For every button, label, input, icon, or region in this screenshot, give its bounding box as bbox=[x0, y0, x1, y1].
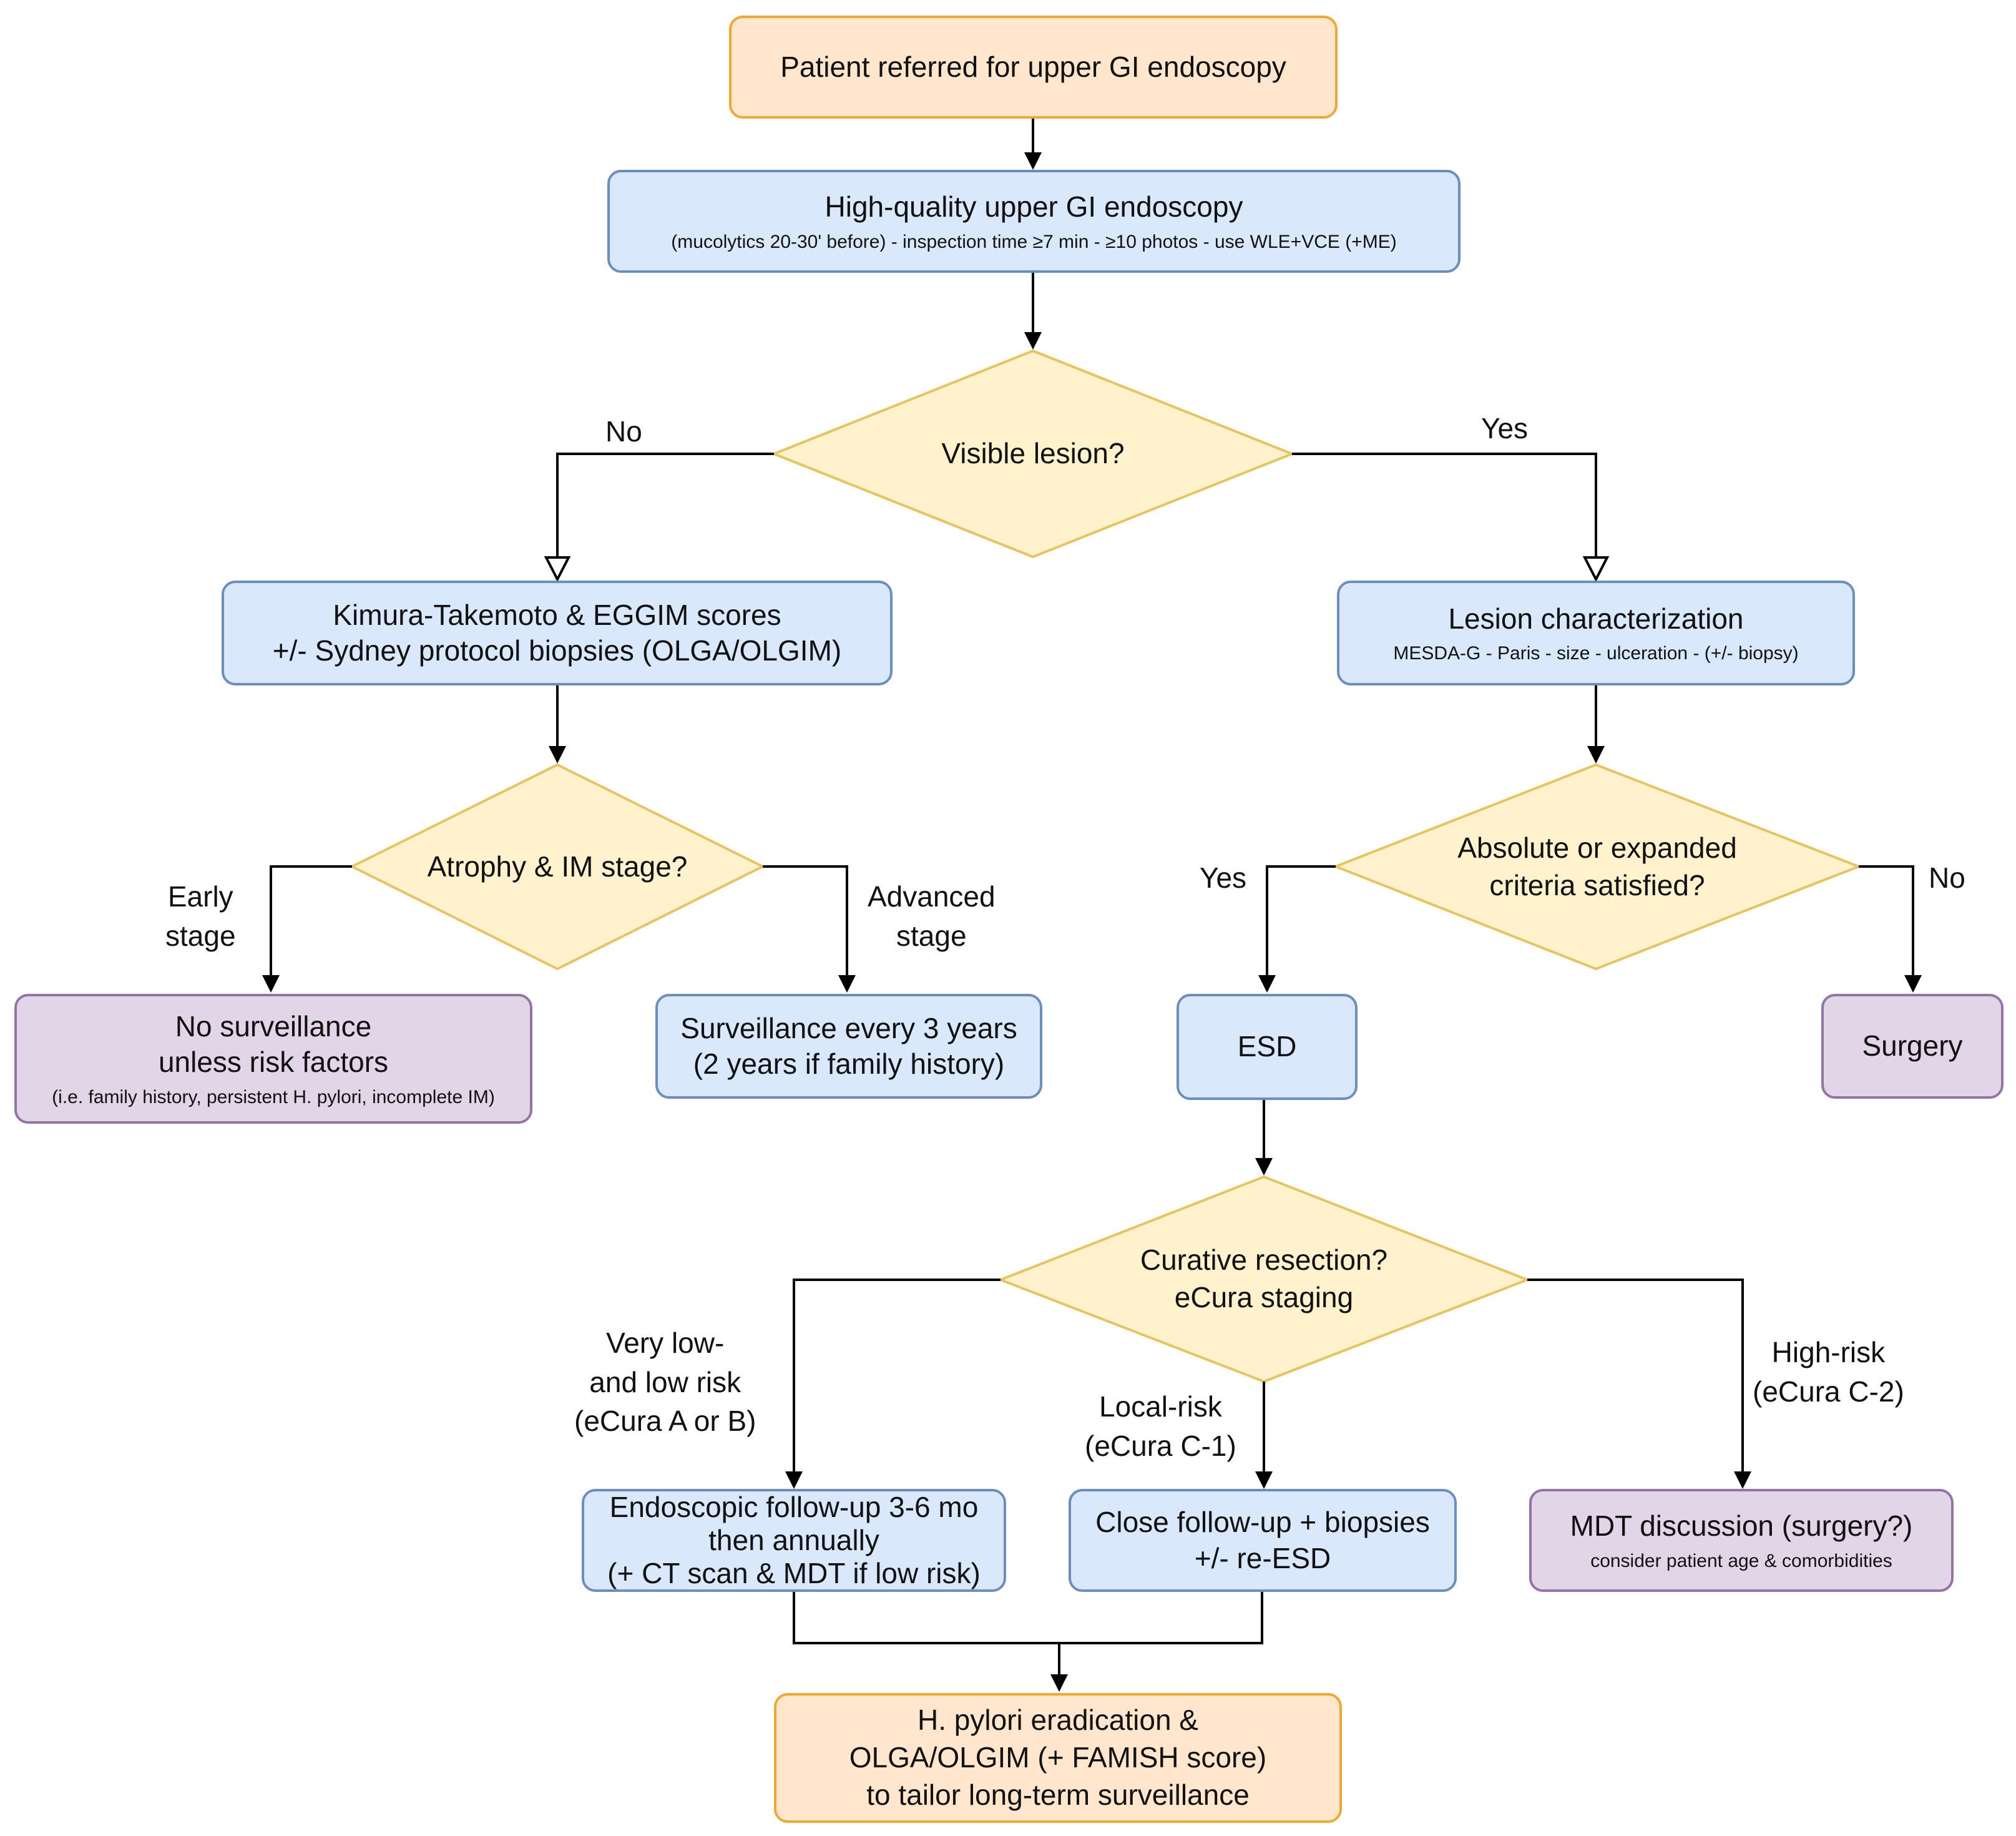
node-surgery-text: Surgery bbox=[1862, 1029, 1963, 1063]
decision-curative-line1: Curative resection? bbox=[1140, 1244, 1388, 1277]
node-esd-text: ESD bbox=[1237, 1030, 1297, 1063]
node-kimura-line1: Kimura-Takemoto & EGGIM scores bbox=[333, 598, 781, 631]
node-endoscopic-follow-up-line1: Endoscopic follow-up 3-6 mo bbox=[609, 1491, 979, 1524]
diamond-visible-lesion bbox=[770, 349, 1296, 559]
node-patient-referral-text: Patient referred for upper GI endoscopy bbox=[780, 50, 1286, 83]
node-surveillance-line1: Surveillance every 3 years bbox=[680, 1011, 1017, 1044]
node-surgery: Surgery bbox=[1821, 994, 2004, 1099]
node-close-follow-up: Close follow-up + biopsies +/- re-ESD bbox=[1069, 1489, 1457, 1592]
node-mdt-discussion: MDT discussion (surgery?) consider patie… bbox=[1529, 1489, 1954, 1592]
node-esd: ESD bbox=[1177, 994, 1358, 1100]
decision-curative-line2: eCura staging bbox=[1174, 1281, 1354, 1313]
node-surveillance-line2: (2 years if family history) bbox=[693, 1048, 1005, 1080]
connector-lines bbox=[270, 119, 1914, 1676]
decision-curative-resection: Curative resection? eCura staging bbox=[1001, 1177, 1527, 1382]
diamond-criteria bbox=[1332, 763, 1862, 971]
node-eradication-line1: H. pylori eradication & bbox=[917, 1704, 1198, 1737]
node-high-quality-endoscopy-title: High-quality upper GI endoscopy bbox=[825, 190, 1243, 223]
edge-label-very-low-risk: Very low- and low risk (eCura A or B) bbox=[574, 1327, 756, 1438]
edge-label-no-visible-lesion: No bbox=[605, 415, 642, 448]
node-endoscopic-follow-up-line3: (+ CT scan & MDT if low risk) bbox=[607, 1556, 981, 1589]
node-close-follow-up-line2: +/- re-ESD bbox=[1194, 1541, 1331, 1574]
decision-visible-lesion: Visible lesion? bbox=[774, 351, 1292, 557]
node-high-quality-endoscopy: High-quality upper GI endoscopy (mucolyt… bbox=[607, 170, 1461, 273]
edge-label-high-risk: High-risk (eCura C-2) bbox=[1753, 1336, 1904, 1408]
arrowheads bbox=[262, 152, 1922, 1692]
node-kimura-line2: +/- Sydney protocol biopsies (OLGA/OLGIM… bbox=[272, 634, 842, 667]
decision-criteria-satisfied: Absolute or expanded criteria satisfied? bbox=[1336, 765, 1859, 969]
node-endoscopic-follow-up-line2: then annually bbox=[708, 1524, 879, 1557]
node-no-surveillance-line2: unless risk factors bbox=[158, 1046, 389, 1079]
decision-atrophy-stage-text: Atrophy & IM stage? bbox=[427, 850, 688, 883]
node-patient-referral: Patient referred for upper GI endoscopy bbox=[729, 16, 1338, 119]
node-mdt-title: MDT discussion (surgery?) bbox=[1570, 1510, 1913, 1542]
node-surveillance-3-years: Surveillance every 3 years (2 years if f… bbox=[655, 994, 1042, 1099]
node-kimura-eggim-scores: Kimura-Takemoto & EGGIM scores +/- Sydne… bbox=[222, 581, 893, 685]
node-no-surveillance-line1: No surveillance bbox=[175, 1009, 372, 1043]
node-h-pylori-eradication: H. pylori eradication & OLGA/OLGIM (+ FA… bbox=[774, 1693, 1342, 1823]
diamond-atrophy-stage bbox=[349, 763, 766, 971]
node-endoscopic-follow-up: Endoscopic follow-up 3-6 mo then annuall… bbox=[582, 1489, 1006, 1592]
node-high-quality-endoscopy-detail: (mucolytics 20-30' before) - inspection … bbox=[671, 231, 1397, 252]
decision-criteria-line2: criteria satisfied? bbox=[1489, 868, 1705, 901]
decision-atrophy-stage: Atrophy & IM stage? bbox=[352, 765, 763, 969]
node-close-follow-up-line1: Close follow-up + biopsies bbox=[1095, 1506, 1430, 1538]
edge-label-local-risk: Local-risk (eCura C-1) bbox=[1085, 1390, 1236, 1462]
edge-label-criteria-yes: Yes bbox=[1200, 862, 1247, 894]
decision-visible-lesion-text: Visible lesion? bbox=[941, 437, 1125, 470]
node-eradication-line3: to tailor long-term surveillance bbox=[866, 1778, 1250, 1811]
node-eradication-line2: OLGA/OLGIM (+ FAMISH score) bbox=[849, 1741, 1267, 1774]
edge-label-advanced-stage: Advanced stage bbox=[868, 880, 996, 952]
node-mdt-detail: consider patient age & comorbidities bbox=[1590, 1550, 1892, 1571]
node-no-surveillance: No surveillance unless risk factors (i.e… bbox=[14, 994, 532, 1124]
node-lesion-characterization: Lesion characterization MESDA-G - Paris … bbox=[1337, 581, 1855, 685]
node-no-surveillance-detail: (i.e. family history, persistent H. pylo… bbox=[52, 1086, 495, 1107]
edge-label-early-stage: Early stage bbox=[165, 880, 236, 952]
node-lesion-characterization-detail: MESDA-G - Paris - size - ulceration - (+… bbox=[1393, 643, 1799, 664]
decision-criteria-line1: Absolute or expanded bbox=[1457, 831, 1737, 864]
node-lesion-characterization-title: Lesion characterization bbox=[1448, 602, 1744, 635]
edge-label-yes-visible-lesion: Yes bbox=[1481, 412, 1529, 444]
edge-label-criteria-no: No bbox=[1929, 862, 1965, 894]
hollow-arrowheads bbox=[544, 556, 1610, 582]
